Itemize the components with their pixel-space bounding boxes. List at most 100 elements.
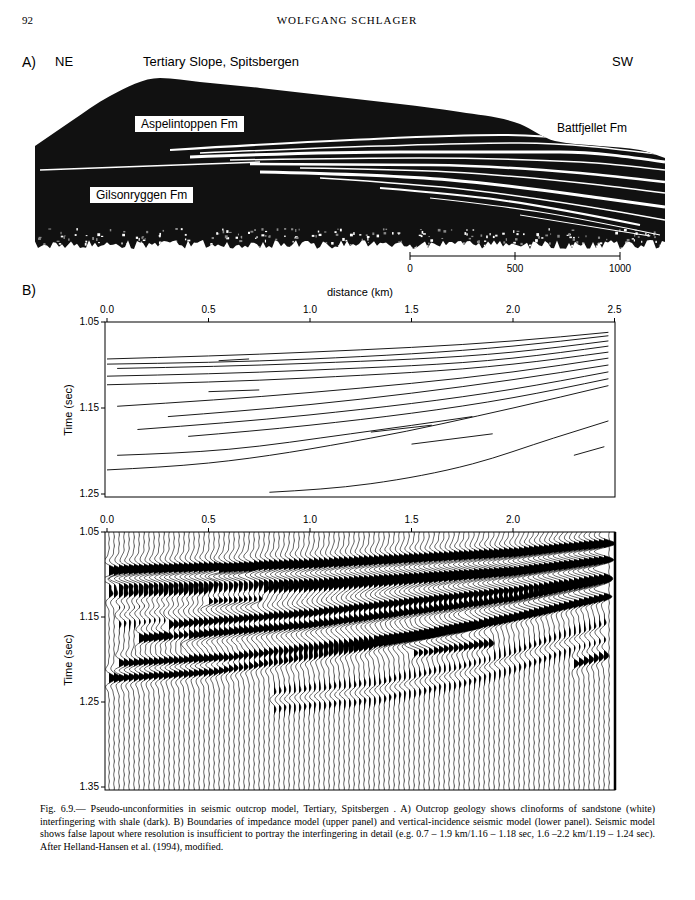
outcrop-speck	[428, 236, 429, 237]
tick-label: 1.35	[80, 781, 99, 793]
impedance-boundary	[412, 434, 493, 444]
scale-label: 0	[407, 263, 413, 275]
outcrop-speck	[426, 245, 428, 247]
outcrop-speck	[606, 239, 607, 240]
outcrop-speck	[342, 238, 345, 241]
trace-wiggle	[105, 532, 117, 790]
outcrop-speck	[144, 238, 145, 239]
outcrop-speck	[71, 243, 72, 246]
outcrop-speck	[539, 246, 542, 248]
trace-wiggle	[568, 532, 590, 790]
outcrop-speck	[155, 246, 157, 248]
outcrop-speck	[240, 240, 243, 242]
trace-fill	[394, 532, 407, 790]
outcrop-speck	[471, 236, 473, 237]
outcrop-speck	[241, 236, 242, 238]
outcrop-speck	[334, 231, 336, 233]
outcrop-speck	[325, 242, 327, 245]
outcrop-speck	[428, 243, 430, 245]
outcrop-speck	[392, 232, 394, 234]
impedance-boundary	[107, 386, 608, 470]
outcrop-speck	[545, 235, 548, 237]
outcrop-speck	[309, 246, 311, 249]
outcrop-speck	[185, 234, 187, 236]
outcrop-speck	[85, 241, 87, 243]
outcrop-speck	[477, 241, 480, 244]
trace-wiggle	[593, 532, 615, 790]
outcrop-speck	[159, 233, 161, 235]
outcrop-speck	[250, 243, 252, 244]
outcrop-speck	[420, 229, 422, 230]
trace-wiggle	[228, 532, 250, 790]
seismic-traces	[105, 532, 615, 790]
running-header: WOLFGANG SCHLAGER	[277, 14, 418, 27]
outcrop-speck	[572, 230, 575, 231]
outcrop-speck	[60, 232, 61, 234]
outcrop-speck	[569, 237, 572, 239]
outcrop-speck	[372, 232, 374, 235]
outcrop-speck	[122, 234, 125, 236]
outcrop-speck	[222, 229, 223, 231]
outcrop-speck	[159, 235, 161, 237]
impedance-boundary	[269, 421, 608, 492]
sandstone-clinoform	[520, 215, 650, 236]
impedance-boundary	[107, 346, 608, 376]
trace-wiggle	[214, 532, 236, 790]
outcrop-speck	[44, 243, 46, 246]
outcrop-speck	[362, 239, 363, 241]
outcrop-speck	[490, 233, 491, 235]
outcrop-speck	[236, 237, 238, 239]
outcrop-shale	[35, 78, 665, 249]
tick-label: 1.15	[80, 611, 99, 623]
outcrop-speck	[196, 243, 198, 245]
outcrop-speck	[63, 236, 64, 239]
outcrop-speck	[353, 232, 354, 235]
outcrop-speck	[216, 232, 218, 235]
impedance-boundary	[188, 379, 608, 437]
outcrop-speck	[451, 229, 452, 230]
outcrop-speck	[185, 238, 186, 240]
outcrop-speck	[625, 242, 628, 245]
outcrop-speck	[597, 243, 598, 245]
trace-wiggle	[513, 532, 535, 790]
outcrop-speck	[141, 237, 143, 239]
scale-tick	[515, 252, 516, 260]
outcrop-speck	[650, 246, 651, 248]
outcrop-speck	[463, 242, 466, 243]
trace-wiggle	[345, 532, 362, 790]
outcrop-speck	[520, 243, 522, 245]
outcrop-speck	[400, 243, 402, 245]
outcrop-speck	[367, 238, 368, 241]
sandstone-clinoform	[40, 162, 260, 170]
trace-wiggle	[320, 532, 336, 790]
outcrop-speck	[645, 233, 646, 235]
impedance-panel	[105, 322, 615, 497]
trace-wiggle	[180, 532, 198, 790]
outcrop-speck	[257, 246, 258, 248]
axis-tick	[411, 528, 412, 532]
outcrop-speck	[568, 234, 570, 236]
impedance-boundary	[168, 365, 609, 417]
impedance-boundary	[219, 359, 249, 361]
outcrop-speck	[368, 242, 369, 243]
outcrop-speck	[212, 237, 214, 239]
outcrop-speck	[599, 247, 601, 250]
panel-letter: A)	[22, 54, 36, 70]
trace-wiggle	[583, 532, 606, 790]
axis-tick	[208, 528, 209, 532]
outcrop-speck	[43, 243, 45, 245]
trace-wiggle	[149, 532, 168, 790]
trace-wiggle	[135, 532, 154, 790]
outcrop-speck	[576, 241, 578, 244]
sandstone-clinoform	[170, 135, 665, 150]
axis-tick	[208, 318, 209, 322]
page-number: 92	[22, 14, 33, 27]
trace-wiggle	[129, 532, 148, 790]
panel-title: Tertiary Slope, Spitsbergen	[143, 55, 299, 70]
outcrop-speck	[569, 233, 570, 235]
trace-wiggle	[124, 532, 144, 790]
outcrop-speck	[401, 247, 402, 249]
outcrop-speck	[448, 244, 450, 246]
outcrop-speck	[515, 238, 517, 240]
tick-label: 2.5	[608, 304, 622, 316]
